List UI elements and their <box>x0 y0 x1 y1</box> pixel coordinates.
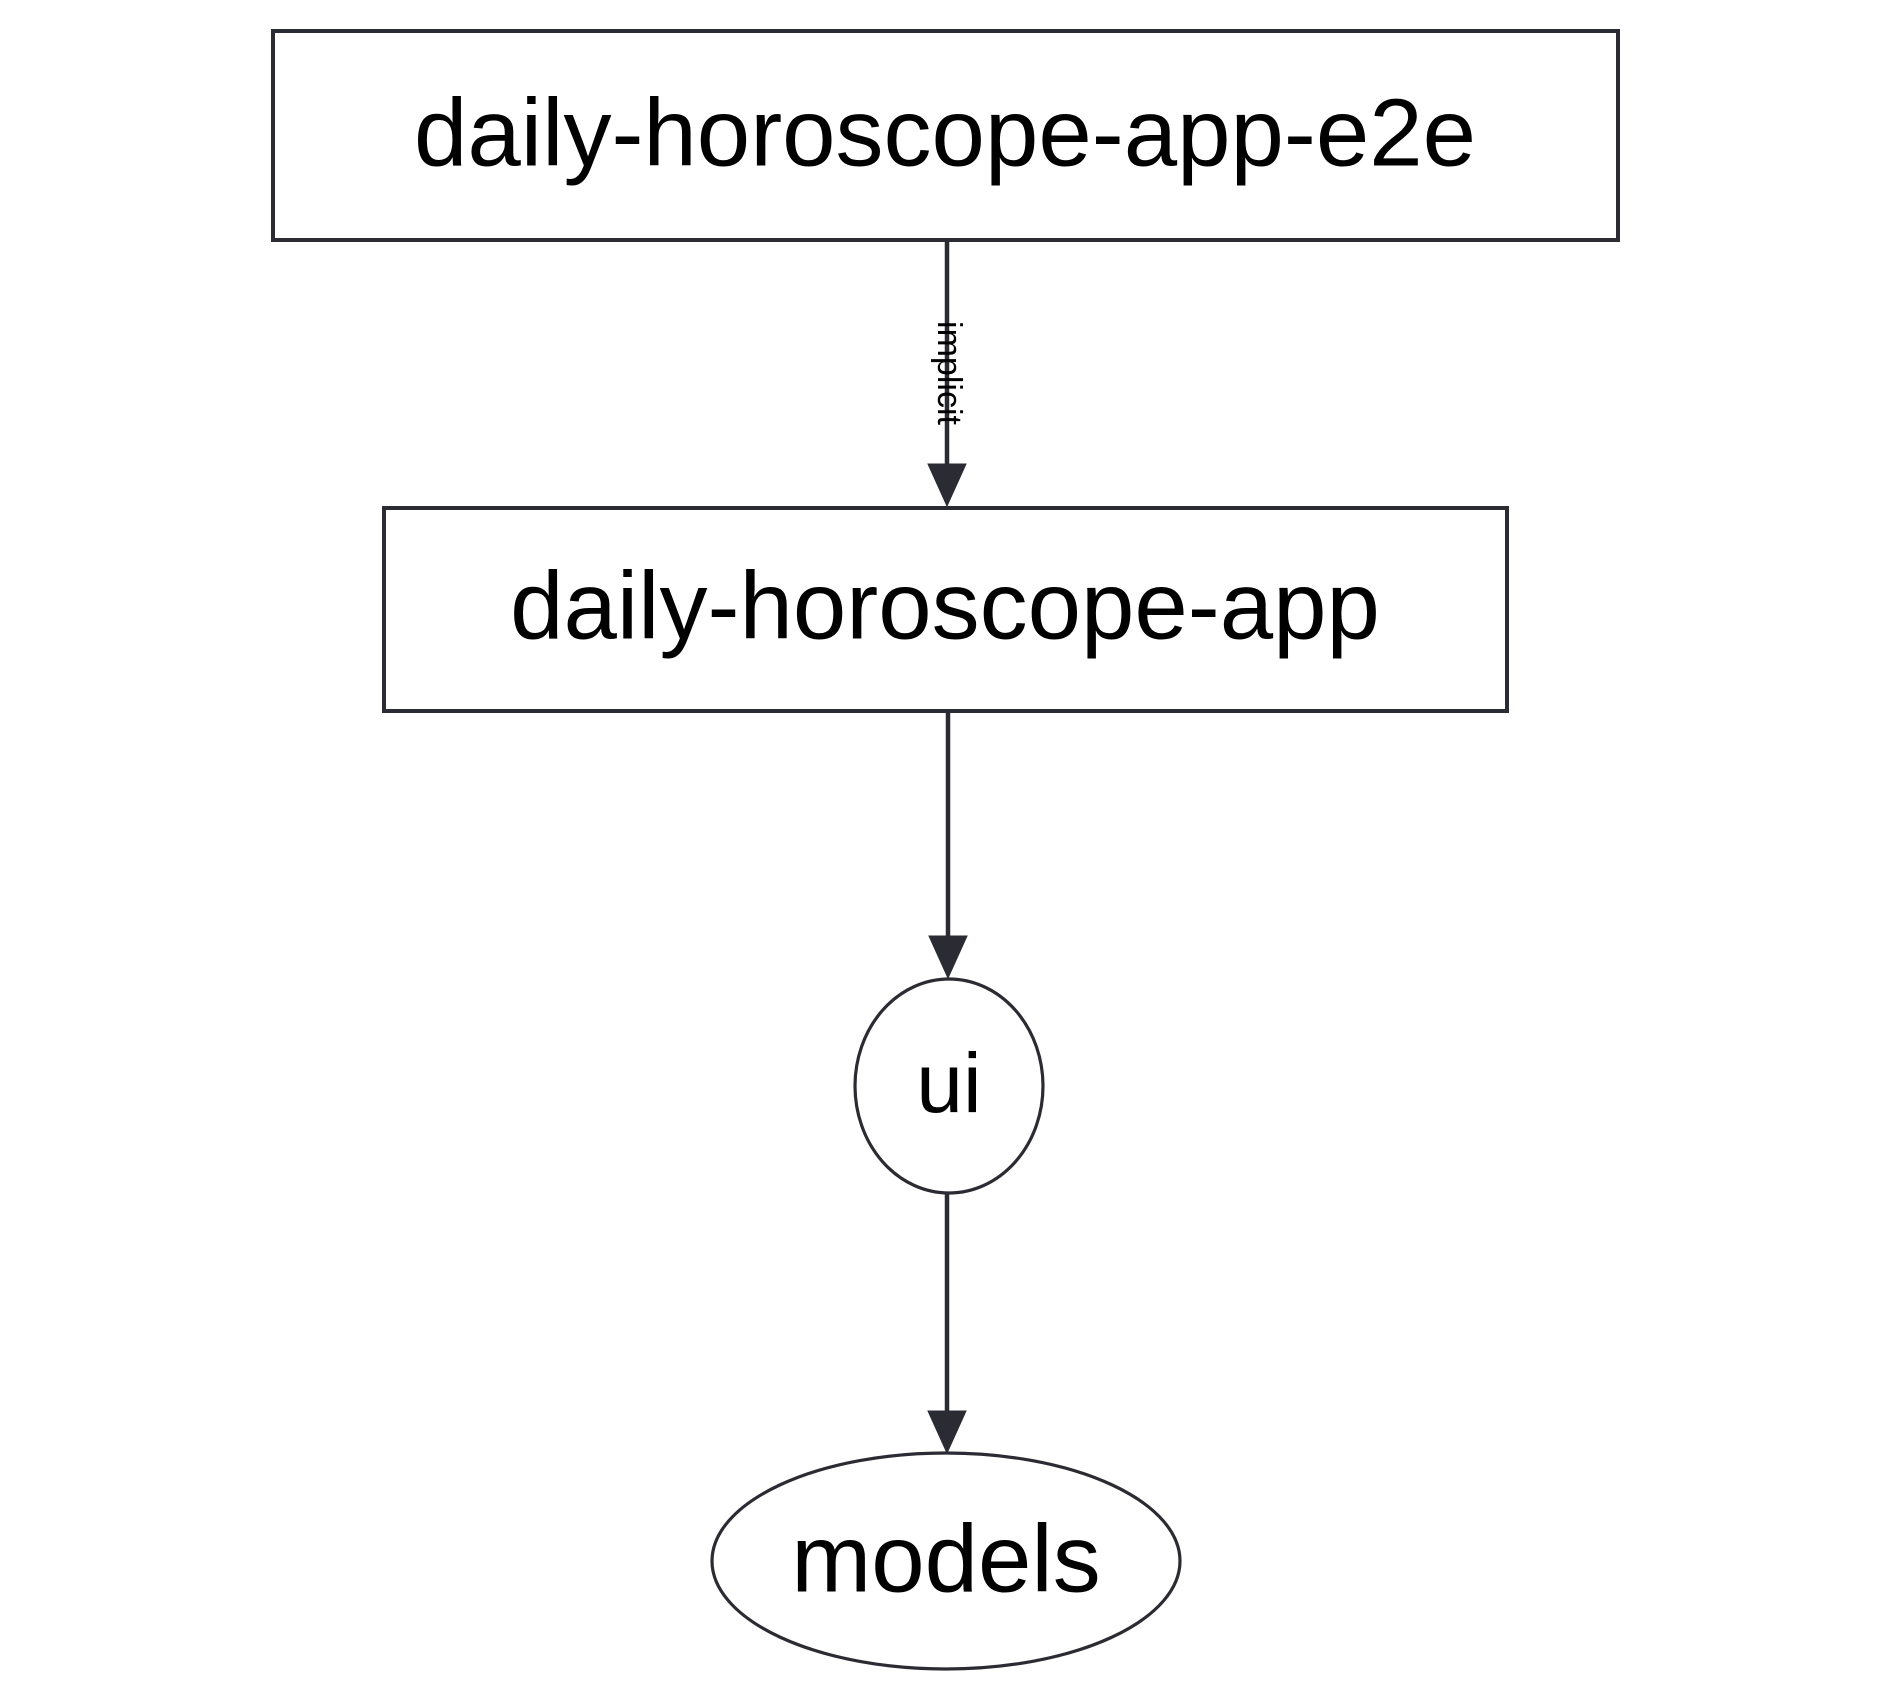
node-rect <box>271 29 1620 242</box>
node-rect <box>382 506 1509 713</box>
arrowhead-icon <box>927 1410 967 1455</box>
arrowhead-icon <box>928 935 968 980</box>
node-daily-horoscope-app-e2e[interactable]: daily-horoscope-app-e2e <box>271 29 1620 242</box>
node-ellipse <box>853 977 1045 1195</box>
edge-label-implicit: implicit <box>930 321 968 425</box>
edge-e2e-to-app[interactable]: implicit <box>927 240 968 508</box>
node-label: models <box>791 1505 1100 1612</box>
node-daily-horoscope-app[interactable]: daily-horoscope-app <box>382 506 1509 713</box>
node-label: daily-horoscope-app-e2e <box>414 79 1476 186</box>
node-label: daily-horoscope-app <box>510 552 1380 659</box>
node-label: ui <box>916 1036 981 1130</box>
node-ui[interactable]: ui <box>853 977 1045 1195</box>
node-models[interactable]: models <box>710 1451 1182 1671</box>
arrowhead-icon <box>927 463 967 508</box>
edge-app-to-ui[interactable] <box>928 711 968 980</box>
edge-ui-to-models[interactable] <box>927 1193 967 1455</box>
node-ellipse <box>710 1451 1182 1671</box>
